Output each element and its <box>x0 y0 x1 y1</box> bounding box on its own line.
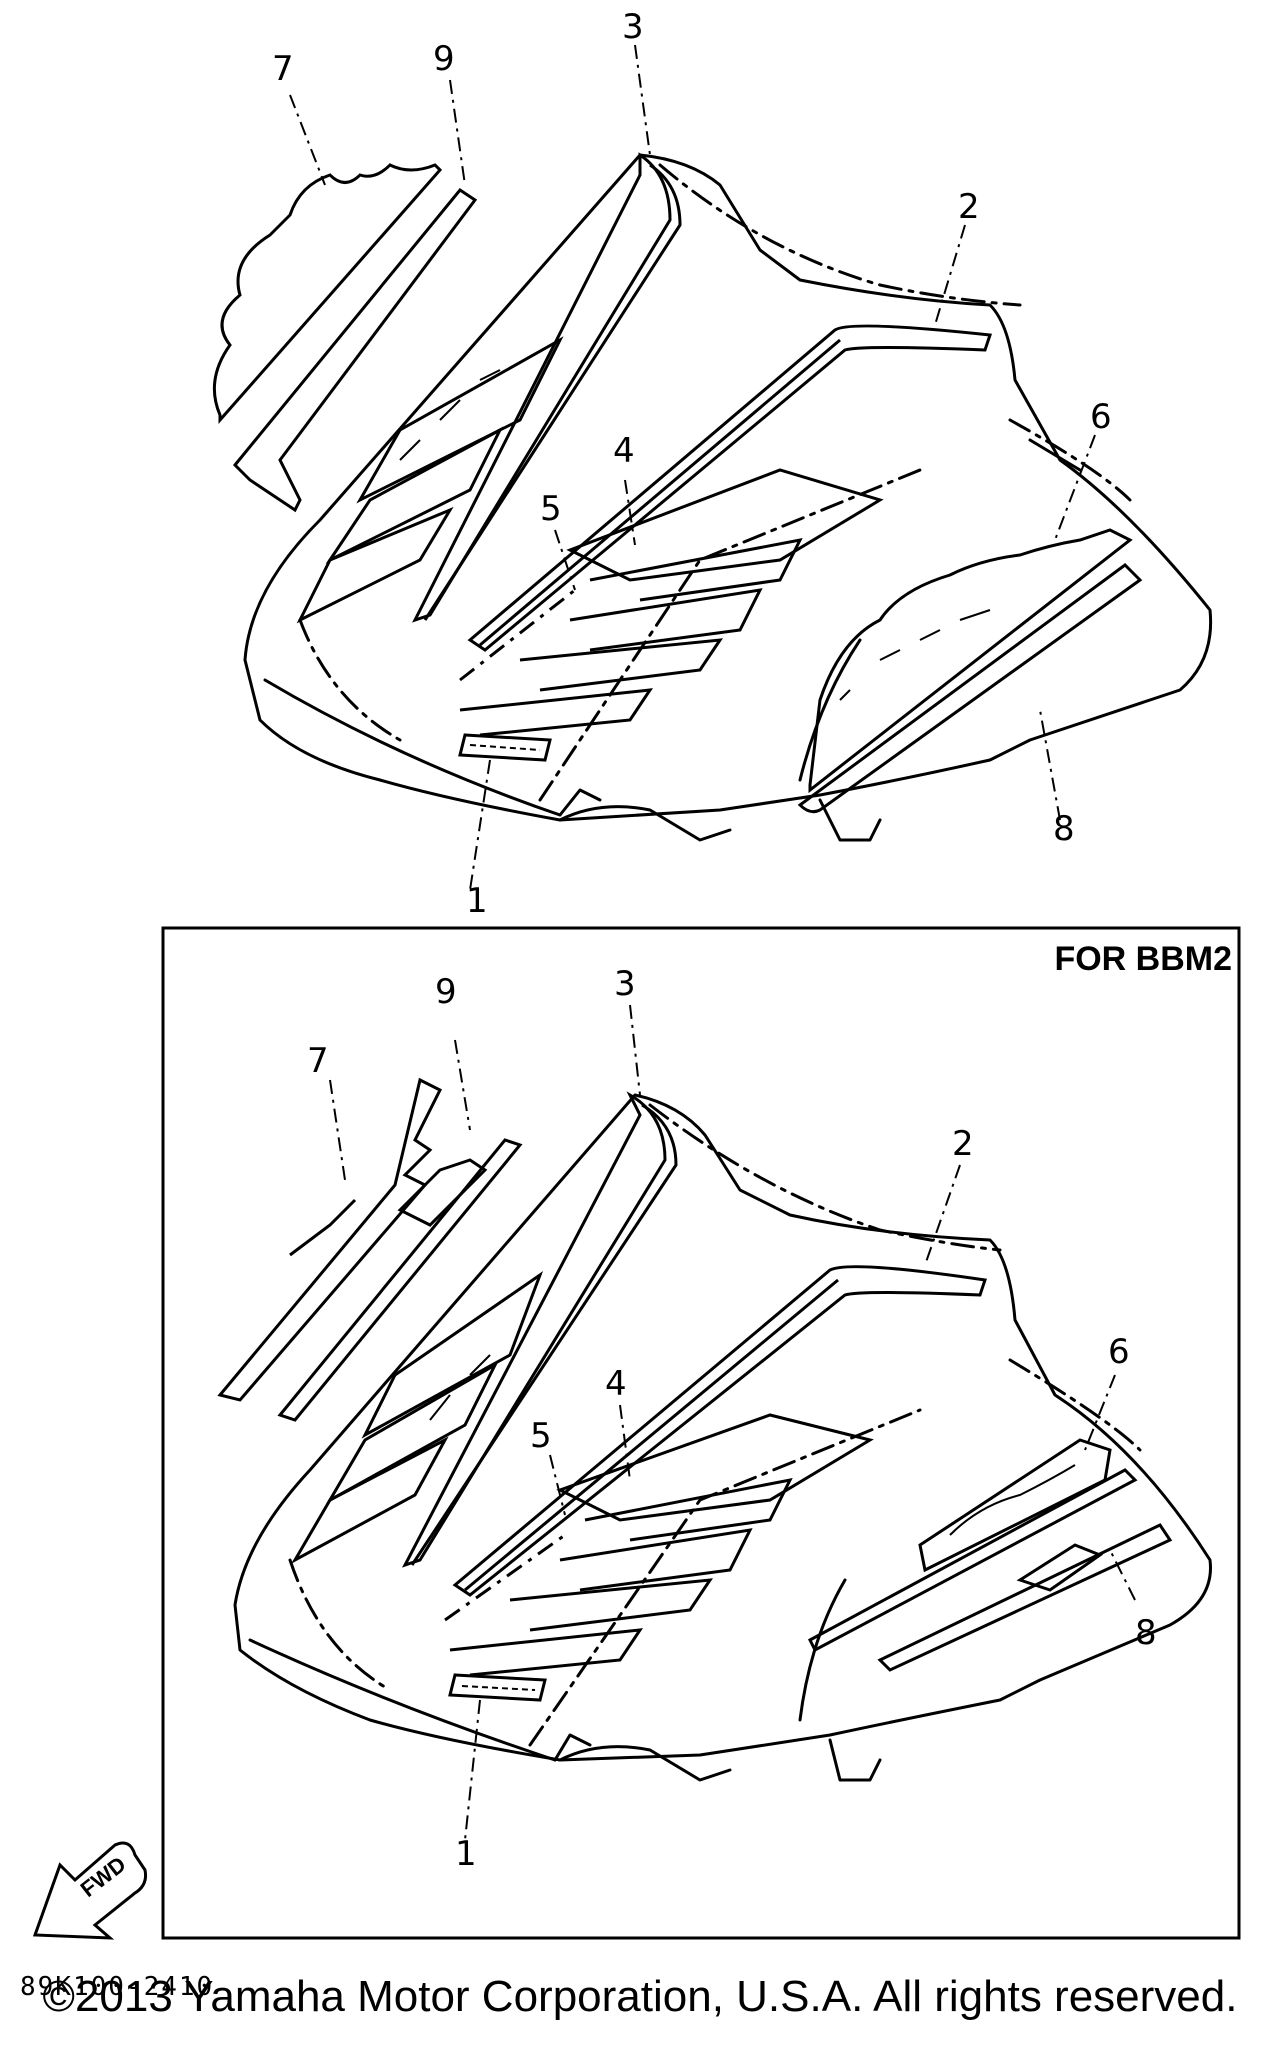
part-3-stripe-inset <box>401 1091 678 1568</box>
part-9-stripe-top <box>232 187 478 513</box>
callouts-inset: 7 9 3 2 6 4 5 8 1 <box>307 964 1157 1874</box>
callout-top-2: 2 <box>958 187 980 227</box>
vent-louvres-top <box>459 468 884 737</box>
callout-top-8: 8 <box>1053 809 1075 849</box>
callout-inset-2: 2 <box>952 1124 974 1164</box>
side-louvres-inset <box>291 1271 544 1564</box>
fwd-arrow-label: FWD <box>76 1851 131 1902</box>
copyright-notice: ©2013 Yamaha Motor Corporation, U.S.A. A… <box>42 1972 1238 2021</box>
callout-top-6: 6 <box>1090 397 1112 437</box>
part-7-decal-inset <box>217 1077 443 1402</box>
callout-inset-3: 3 <box>614 964 636 1004</box>
fwd-arrow-icon: FWD <box>32 1841 147 1940</box>
callout-top-5: 5 <box>540 489 562 529</box>
part-2-stripe-top <box>467 324 993 652</box>
inset-title: FOR BBM2 <box>1054 940 1232 978</box>
leaders-top <box>289 44 1096 891</box>
callout-top-3: 3 <box>622 7 644 47</box>
part-8-stripe-inset <box>877 1523 1173 1672</box>
callouts-top: 7 9 3 2 6 4 5 8 1 <box>272 7 1112 921</box>
leaders-inset <box>329 1004 1136 1841</box>
callout-top-7: 7 <box>272 49 294 89</box>
part-6-badge-inset <box>808 1438 1138 1653</box>
callout-inset-6: 6 <box>1108 1332 1130 1372</box>
part-1-emblem-top <box>458 733 552 762</box>
callout-inset-8: 8 <box>1135 1613 1157 1653</box>
callout-inset-1: 1 <box>455 1834 477 1874</box>
callout-inset-5: 5 <box>530 1416 552 1456</box>
callout-top-1: 1 <box>466 881 488 921</box>
callout-inset-9: 9 <box>435 972 457 1012</box>
drawing-code: 89K100-2410 <box>20 1972 214 2002</box>
callout-top-9: 9 <box>433 39 455 79</box>
inset-hood-assembly <box>233 1093 1212 1782</box>
part-7-decal-top <box>212 163 443 424</box>
part-6-decal-top <box>808 528 1133 794</box>
part-1-emblem-inset <box>448 1673 547 1702</box>
callout-inset-7: 7 <box>307 1041 329 1081</box>
part-9-stripe-inset <box>277 1138 523 1422</box>
top-hood-assembly <box>243 153 1213 842</box>
part-2-stripe-inset <box>452 1265 987 1597</box>
callout-top-4: 4 <box>613 431 635 471</box>
part-3-stripe-top <box>412 152 682 623</box>
side-louvres-top <box>296 336 564 624</box>
vent-louvres-inset <box>444 1413 874 1677</box>
part-8-stripe-top <box>797 563 1143 814</box>
inset-frame <box>161 926 1241 1940</box>
callout-inset-4: 4 <box>605 1364 627 1404</box>
